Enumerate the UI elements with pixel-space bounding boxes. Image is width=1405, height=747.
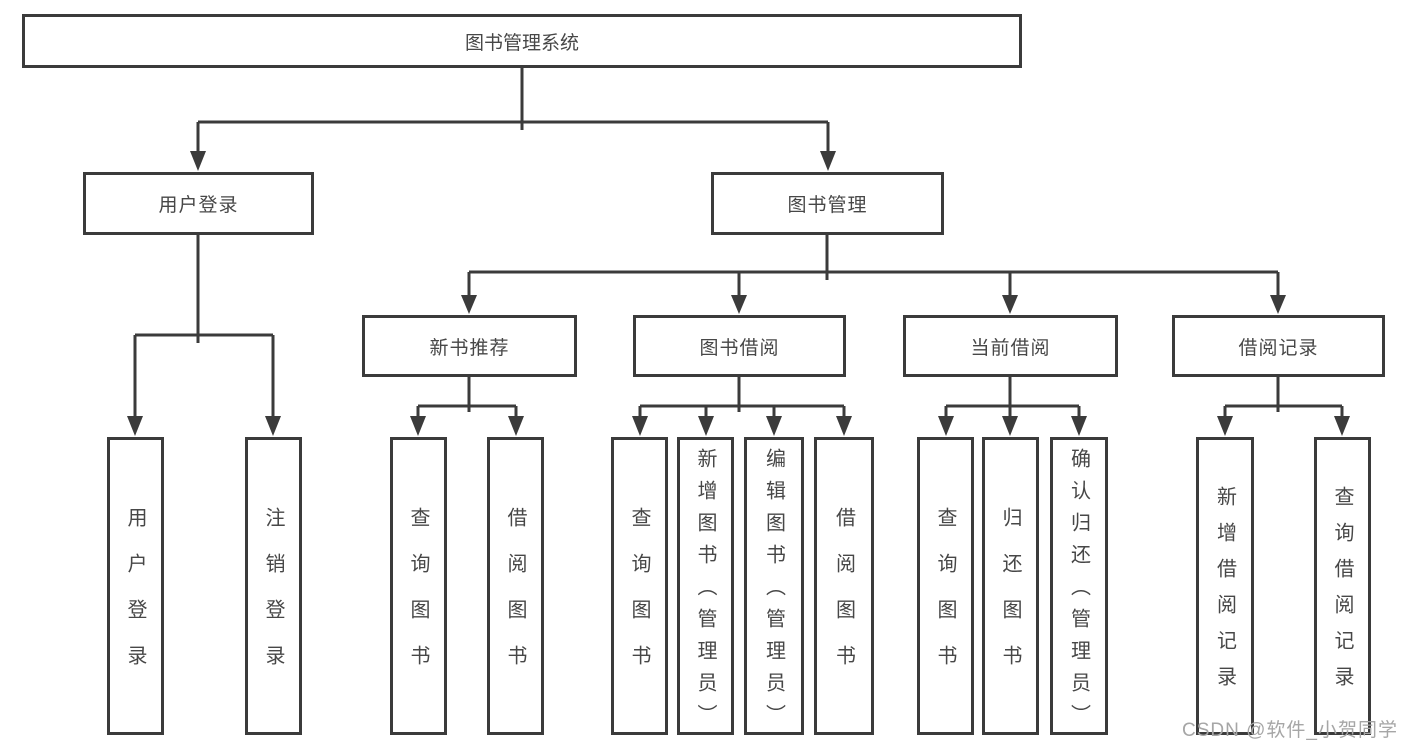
leaf-add-book-admin: 新增图书（管理员） [677, 437, 734, 736]
leaf-borrow-query-book-label: 查询图书 [628, 507, 650, 691]
leaf-user-login: 用户登录 [107, 437, 164, 735]
leaf-recommend-borrow-book-label: 借阅图书 [504, 507, 526, 691]
csdn-watermark: CSDN @软件_小贺同学 [1182, 720, 1398, 741]
node-book-management-label: 图书管理 [787, 195, 868, 216]
leaf-borrow-book-label: 借阅图书 [832, 507, 855, 691]
node-new-book-recommend-label: 新书推荐 [429, 337, 510, 359]
leaf-confirm-return-admin-label: 确认归还（管理员） [1067, 448, 1090, 736]
node-current-borrow: 当前借阅 [903, 315, 1118, 377]
leaf-query-borrow-record: 查询借阅记录 [1314, 437, 1371, 735]
leaf-add-book-admin-label: 新增图书（管理员） [694, 448, 716, 736]
node-new-book-recommend: 新书推荐 [362, 315, 577, 377]
leaf-recommend-query-book-label: 查询图书 [407, 507, 429, 691]
leaf-current-query-book: 查询图书 [917, 437, 974, 735]
node-root: 图书管理系统 [22, 14, 1022, 68]
leaf-recommend-borrow-book: 借阅图书 [487, 437, 544, 735]
leaf-query-borrow-record-label: 查询借阅记录 [1331, 486, 1353, 702]
node-book-borrow-label: 图书借阅 [699, 337, 780, 359]
leaf-confirm-return-admin: 确认归还（管理员） [1050, 437, 1108, 736]
leaf-recommend-query-book: 查询图书 [390, 437, 447, 735]
node-book-borrow: 图书借阅 [633, 315, 846, 377]
leaf-edit-book-admin-label: 编辑图书（管理员） [762, 448, 785, 736]
node-current-borrow-label: 当前借阅 [970, 337, 1051, 359]
leaf-return-book-label: 归还图书 [999, 507, 1021, 691]
node-root-label: 图书管理系统 [464, 32, 579, 54]
leaf-return-book: 归还图书 [982, 437, 1039, 735]
leaf-user-login-label: 用户登录 [124, 507, 146, 691]
leaf-logout-label: 注销登录 [262, 507, 284, 691]
leaf-add-borrow-record-label: 新增借阅记录 [1213, 486, 1236, 702]
leaf-add-borrow-record: 新增借阅记录 [1196, 437, 1254, 735]
leaf-borrow-query-book: 查询图书 [611, 437, 668, 735]
node-user-login: 用户登录 [83, 172, 314, 235]
leaf-edit-book-admin: 编辑图书（管理员） [744, 437, 804, 736]
node-borrow-records: 借阅记录 [1172, 315, 1385, 377]
leaf-borrow-book: 借阅图书 [814, 437, 874, 735]
node-borrow-records-label: 借阅记录 [1238, 337, 1319, 359]
leaf-current-query-book-label: 查询图书 [934, 507, 956, 691]
node-user-login-label: 用户登录 [158, 195, 239, 216]
node-book-management: 图书管理 [711, 172, 944, 235]
leaf-logout: 注销登录 [245, 437, 302, 735]
